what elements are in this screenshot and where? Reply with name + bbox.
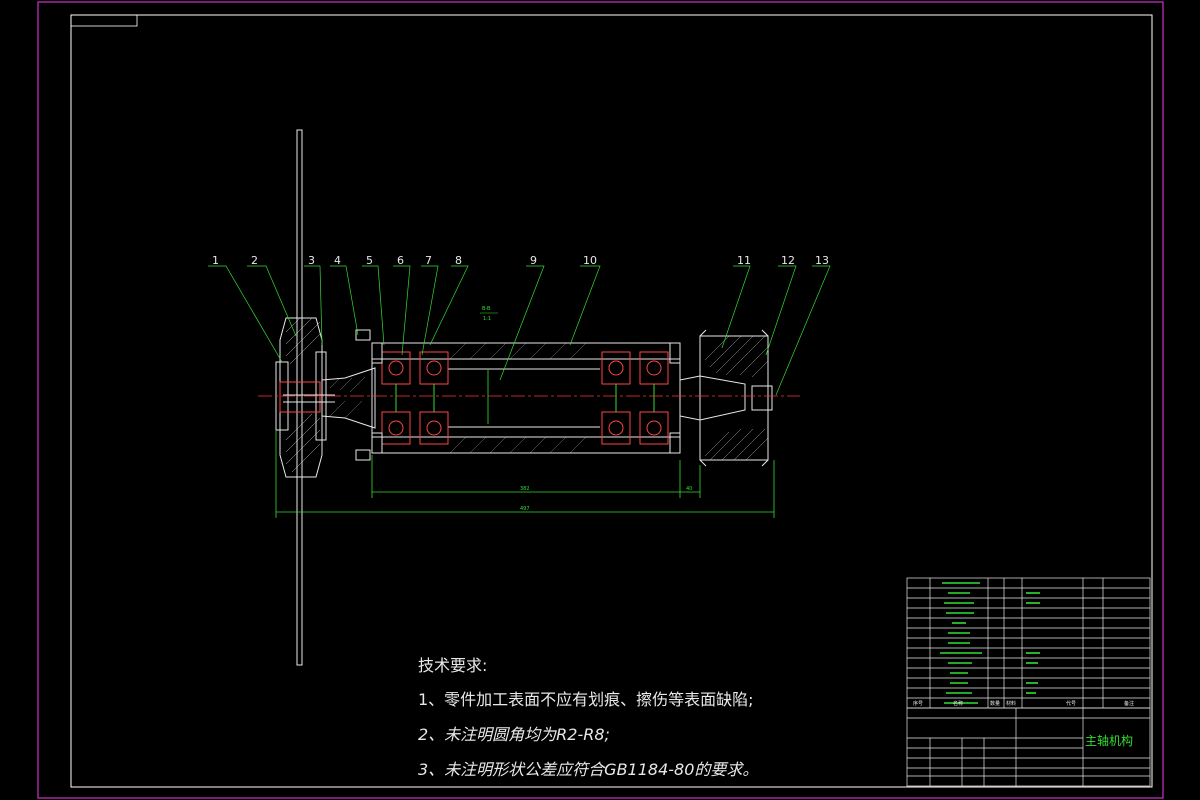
callout-7: 7 — [425, 254, 432, 267]
pulley-hatch — [704, 335, 769, 461]
callout-6: 6 — [397, 254, 404, 267]
parts-list-rows — [940, 582, 1040, 704]
callout-1: 1 — [212, 254, 219, 267]
hub-assembly — [275, 317, 335, 478]
callout-4: 4 — [334, 254, 341, 267]
callout-2: 2 — [251, 254, 258, 267]
left-bearings — [381, 351, 449, 445]
callout-10: 10 — [583, 254, 597, 267]
tech-note-3: 3、未注明形状公差应符合GB1184-80的要求。 — [418, 760, 759, 779]
parts-header-name: 名称 — [953, 700, 963, 707]
drawing-border — [70, 14, 1153, 788]
corner-label-box — [70, 14, 138, 27]
vertical-plate — [296, 129, 303, 666]
drawing-title: 主轴机构 — [1085, 733, 1133, 748]
housing-hatch — [449, 342, 587, 454]
callout-11: 11 — [737, 254, 751, 267]
pulley — [699, 329, 769, 467]
callout-9: 9 — [530, 254, 537, 267]
end-caps — [371, 342, 681, 454]
dim-label-a: 382 — [520, 486, 530, 492]
section-label: B-B — [482, 306, 491, 312]
parts-header-no: 序号 — [913, 700, 923, 707]
right-bearings — [601, 351, 669, 445]
tech-note-2: 2、未注明圆角均为R2-R8; — [418, 725, 610, 744]
dimension-lines — [275, 430, 775, 518]
callout-3: 3 — [308, 254, 315, 267]
parts-header-code: 代号 — [1066, 700, 1076, 707]
dim-label-b: 40 — [686, 486, 692, 492]
callout-leaders — [208, 265, 831, 396]
title-block — [906, 707, 1151, 787]
dim-label-c: 497 — [520, 506, 530, 512]
housing-tube — [371, 342, 681, 454]
callout-13: 13 — [815, 254, 829, 267]
parts-header-remark: 备注 — [1124, 700, 1134, 707]
callout-12: 12 — [781, 254, 795, 267]
tech-notes: 技术要求: — [418, 652, 487, 676]
callout-numbers: 1 2 3 4 5 6 7 8 9 10 11 12 13 — [212, 254, 829, 267]
callout-5: 5 — [366, 254, 373, 267]
parts-list — [906, 577, 1151, 709]
hub-hatching — [285, 317, 321, 473]
callout-8: 8 — [455, 254, 462, 267]
right-taper-shaft — [679, 375, 773, 421]
left-taper-hatch — [329, 376, 366, 419]
sheet-frame — [37, 1, 1164, 799]
left-taper-shaft — [321, 329, 376, 461]
section-scale: 1:1 — [483, 316, 491, 322]
parts-header-qty: 数量 — [990, 700, 1000, 707]
tech-note-1: 1、零件加工表面不应有划痕、擦伤等表面缺陷; — [418, 690, 754, 709]
parts-header-material: 材料 — [1006, 700, 1016, 707]
tech-notes-title: 技术要求: — [418, 656, 488, 675]
